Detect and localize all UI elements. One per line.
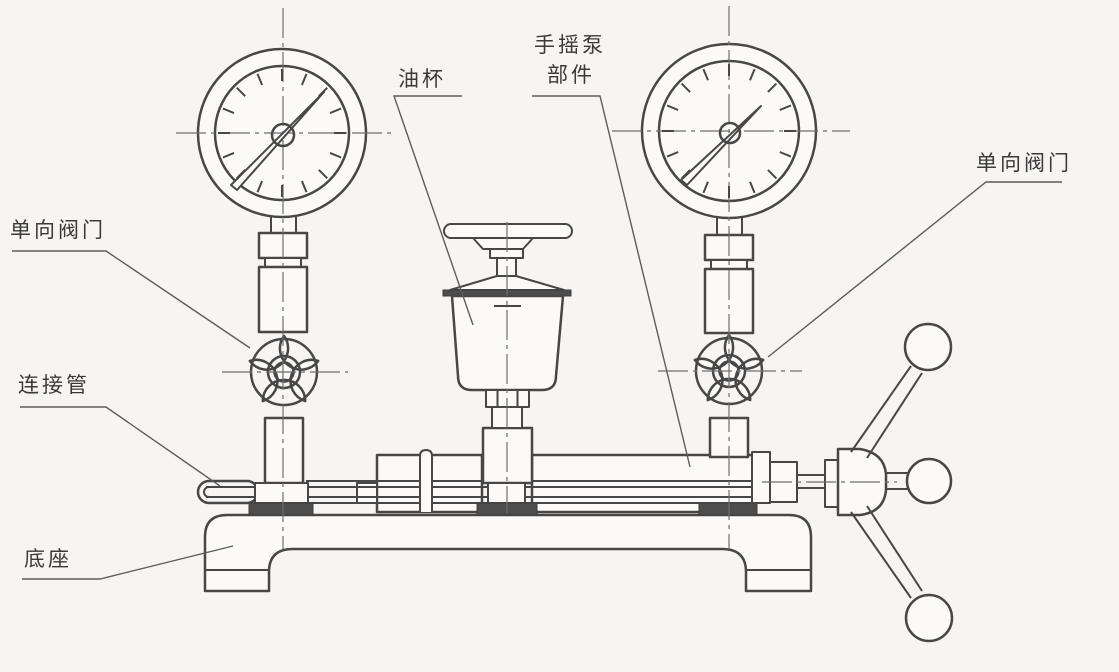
left-gauge-hub: [270, 122, 296, 148]
label-oil-cup: 油杯: [398, 67, 446, 91]
gauge-tick: [767, 169, 778, 180]
left-gauge-needle: [230, 91, 325, 191]
left-valve-block: [254, 482, 309, 504]
label-valve-right: 单向阀门: [976, 151, 1072, 175]
gauge-tick: [300, 73, 308, 86]
pump-vent-tube: [419, 449, 433, 512]
gauge-tick: [749, 181, 756, 194]
gauge-tick: [235, 86, 246, 97]
right-gauge-hub: [718, 121, 742, 145]
pump-end-block: [751, 451, 771, 504]
label-hand-pump-line1: 手摇泵: [534, 33, 606, 57]
gauge-tick: [702, 68, 709, 81]
base-assembly: [203, 513, 813, 593]
pipe-capsule-outer: [196, 479, 260, 505]
leader-connecting-pipe: [20, 406, 221, 487]
base-outline: [203, 513, 813, 593]
gauge-tick: [666, 151, 679, 158]
gauge-tick: [702, 181, 709, 194]
left-one-way-valve[interactable]: [248, 334, 320, 407]
label-valve-left: 单向阀门: [10, 218, 106, 242]
gauge-tick: [329, 151, 342, 159]
crank-spoke-bottom-b: [866, 505, 923, 592]
left-valve-flange: [248, 502, 314, 516]
left-valve-stem-down: [263, 416, 305, 485]
crank-ball-middle[interactable]: [905, 457, 953, 505]
crank-spoke-top-b: [866, 372, 923, 459]
cup-handle-bar[interactable]: [443, 223, 573, 239]
leader-hand-pump: [532, 95, 691, 468]
crank-spoke-bottom-a: [850, 511, 912, 599]
gauge-tick: [779, 151, 792, 158]
oil-cup: [442, 223, 573, 429]
pipe-capsule-inner: [203, 486, 259, 498]
gauge-tick: [666, 104, 679, 111]
gauge-tick: [779, 104, 792, 111]
gauge-tick: [256, 180, 264, 193]
left-valve-handwheel[interactable]: [248, 334, 320, 403]
label-hand-pump-line2: 部件: [547, 63, 595, 87]
gauge-tick: [300, 180, 308, 193]
right-valve-flange: [698, 502, 758, 516]
leader-lines: [12, 95, 1062, 580]
gauge-tick: [767, 82, 778, 93]
gauge-tick: [680, 82, 691, 93]
gauge-tick: [256, 73, 264, 86]
gauge-tick: [318, 169, 329, 180]
crank-ball-bottom[interactable]: [904, 593, 954, 643]
leader-valve-left: [12, 250, 251, 349]
left-valve-lower-stem: [248, 416, 314, 516]
gauge-tick: [222, 107, 235, 115]
label-connecting-pipe: 连接管: [18, 373, 90, 397]
crank-washer: [824, 459, 839, 508]
connecting-pipe: [196, 479, 260, 505]
cup-body: [450, 294, 565, 392]
leader-oil-cup: [393, 95, 474, 326]
leader-valve-right: [767, 181, 1062, 358]
cup-handle-cone: [472, 237, 534, 250]
leader-base: [22, 545, 234, 580]
label-base: 底座: [24, 547, 72, 571]
gauge-tick: [329, 107, 342, 115]
crank-spoke-top-a: [850, 365, 912, 453]
right-gauge-needle: [680, 105, 762, 186]
crank-ball-top[interactable]: [903, 322, 953, 372]
right-gauge-ticks: [662, 64, 796, 198]
gauge-tick: [222, 151, 235, 159]
labels: 单向阀门 连接管 底座 油杯 手摇泵 部件 单向阀门: [10, 33, 1072, 571]
gauge-tick: [749, 68, 756, 81]
